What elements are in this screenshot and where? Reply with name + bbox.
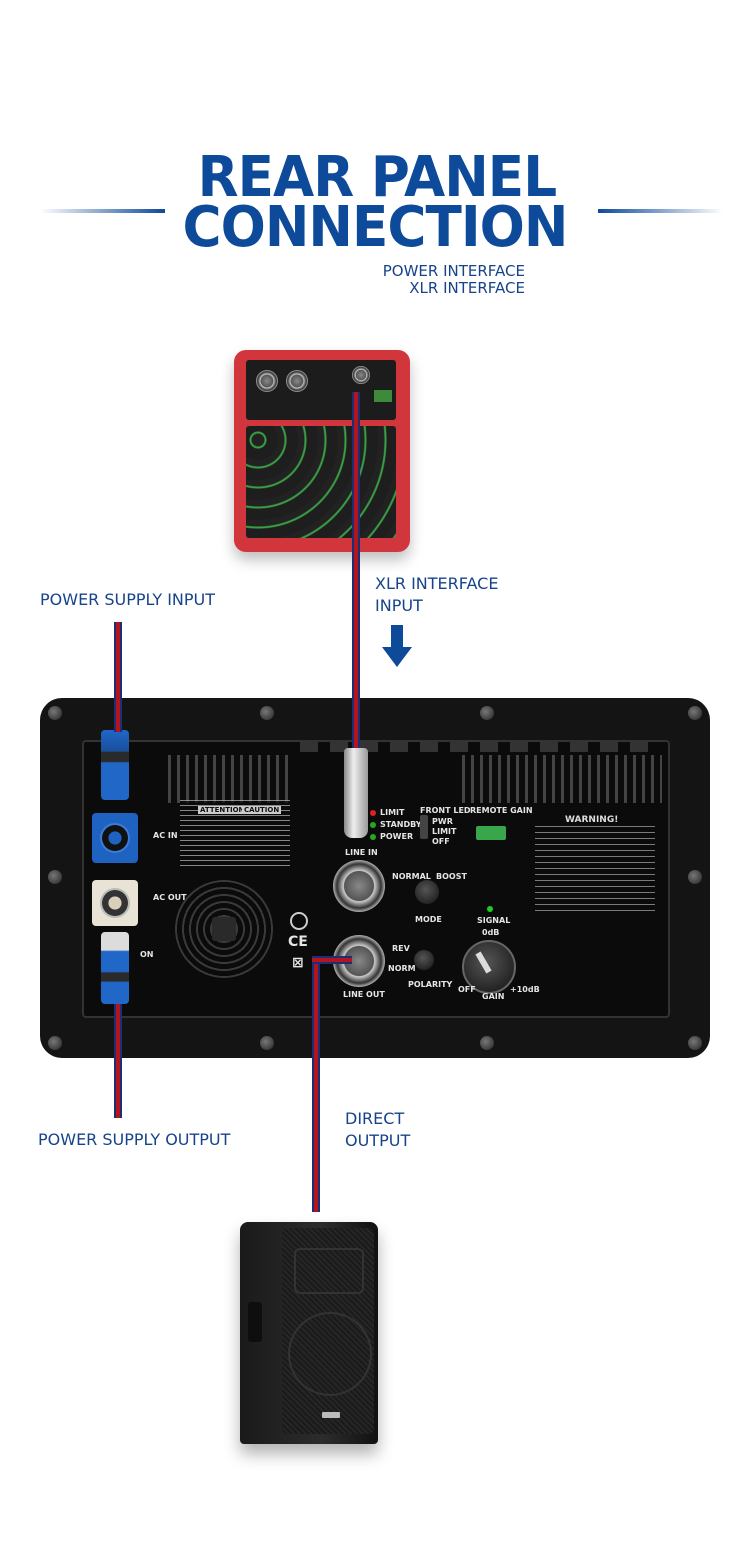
- polarity-label: POLARITY: [408, 980, 453, 989]
- cable-power-output: [114, 1004, 122, 1118]
- ac-in-label: AC IN: [153, 831, 178, 840]
- on-label: ON: [140, 950, 154, 959]
- screw: [48, 870, 62, 884]
- ac-out-label: AC OUT: [153, 893, 187, 902]
- limit-option-label: LIMIT: [432, 827, 457, 836]
- normal-label: NORMAL: [392, 872, 431, 881]
- attention-label: ATTENTION: [198, 806, 247, 814]
- boost-label: BOOST: [436, 872, 467, 881]
- label-xlr-interface: XLR INTERFACE: [375, 574, 499, 593]
- front-led-switch[interactable]: [420, 815, 428, 839]
- mode-label: MODE: [415, 915, 442, 924]
- compliance-50-icon: [290, 912, 308, 930]
- standby-led: [370, 822, 376, 828]
- line-out-label: LINE OUT: [343, 990, 385, 999]
- speaker-logo: [322, 1412, 340, 1418]
- caution-label: CAUTION: [242, 806, 282, 814]
- label-xlr-input: INPUT: [375, 596, 423, 615]
- ac-in-connector: [92, 813, 138, 863]
- polarity-switch[interactable]: [414, 950, 434, 970]
- vent-top: [300, 742, 660, 752]
- mixer-display: [374, 390, 392, 402]
- ac-out-connector: [92, 880, 138, 926]
- speaker-handle: [248, 1302, 262, 1342]
- vent-left: [168, 755, 288, 803]
- label-power-supply-output: POWER SUPPLY OUTPUT: [38, 1130, 231, 1149]
- signal-label: SIGNAL: [477, 916, 511, 925]
- label-output: OUTPUT: [345, 1131, 411, 1150]
- cable-power-input: [114, 622, 122, 732]
- screw: [48, 1036, 62, 1050]
- label-power-supply-input: POWER SUPPLY INPUT: [40, 590, 216, 609]
- mixer-output-jack: [352, 366, 370, 384]
- gain-label: GAIN: [482, 992, 505, 1001]
- fan-hub: [212, 917, 236, 941]
- power-plug-bottom: [101, 932, 129, 1004]
- pwr-label: PWR: [432, 817, 453, 826]
- title-line-1: REAR PANEL: [197, 145, 557, 210]
- arrow-down-icon: [382, 625, 412, 667]
- line-in-label: LINE IN: [345, 848, 378, 857]
- remote-gain-terminal[interactable]: [476, 826, 506, 840]
- mixer-input-jack-2: [286, 370, 308, 392]
- front-led-label: FRONT LED: [420, 806, 471, 815]
- warning-fine-print: [535, 826, 655, 916]
- line-in-jack[interactable]: [333, 860, 385, 912]
- screw: [480, 1036, 494, 1050]
- mode-switch[interactable]: [415, 880, 439, 904]
- weee-bin-icon: ⊠: [292, 955, 304, 971]
- power-plug-top: [101, 730, 129, 800]
- off-option-label: OFF: [432, 837, 450, 846]
- cable-xlr-input: [352, 392, 360, 752]
- screw: [48, 706, 62, 720]
- screw: [260, 706, 274, 720]
- title-line-2: CONNECTION: [182, 195, 568, 260]
- xlr-plug: [344, 748, 368, 838]
- limit-led: [370, 810, 376, 816]
- screw: [688, 1036, 702, 1050]
- norm-label: NORM: [388, 964, 416, 973]
- screw: [688, 870, 702, 884]
- mixer-image: [234, 350, 410, 552]
- screw: [260, 1036, 274, 1050]
- warning-label: WARNING!: [565, 815, 619, 825]
- subtitle-xlr-interface: XLR INTERFACE: [409, 279, 525, 297]
- mixer-input-jack-1: [256, 370, 278, 392]
- title-rule-left: [40, 209, 165, 213]
- speaker-horn: [294, 1248, 364, 1294]
- power-label: POWER: [380, 832, 414, 841]
- signal-led: [487, 906, 493, 912]
- gain-off-label: OFF: [458, 985, 476, 994]
- gain-max-label: +10dB: [510, 985, 540, 994]
- rev-label: REV: [392, 944, 410, 953]
- limit-label: LIMIT: [380, 808, 405, 817]
- label-direct: DIRECT: [345, 1109, 405, 1128]
- screw: [480, 706, 494, 720]
- zero-db-label: 0dB: [482, 928, 500, 937]
- cable-direct-output-bend: [312, 956, 352, 964]
- power-led: [370, 834, 376, 840]
- title-rule-right: [598, 209, 723, 213]
- mixer-control-panel: [246, 426, 396, 538]
- standby-label: STANDBY: [380, 820, 422, 829]
- vent-right: [462, 755, 662, 803]
- subtitle-power-interface: POWER INTERFACE: [382, 262, 525, 280]
- ce-mark-icon: CE: [288, 934, 308, 950]
- cable-direct-output: [312, 956, 320, 1212]
- screw: [688, 706, 702, 720]
- speaker-woofer: [288, 1312, 372, 1396]
- speaker-image: [240, 1222, 378, 1444]
- gain-knob[interactable]: [462, 940, 516, 994]
- remote-gain-label: REMOTE GAIN: [470, 806, 533, 815]
